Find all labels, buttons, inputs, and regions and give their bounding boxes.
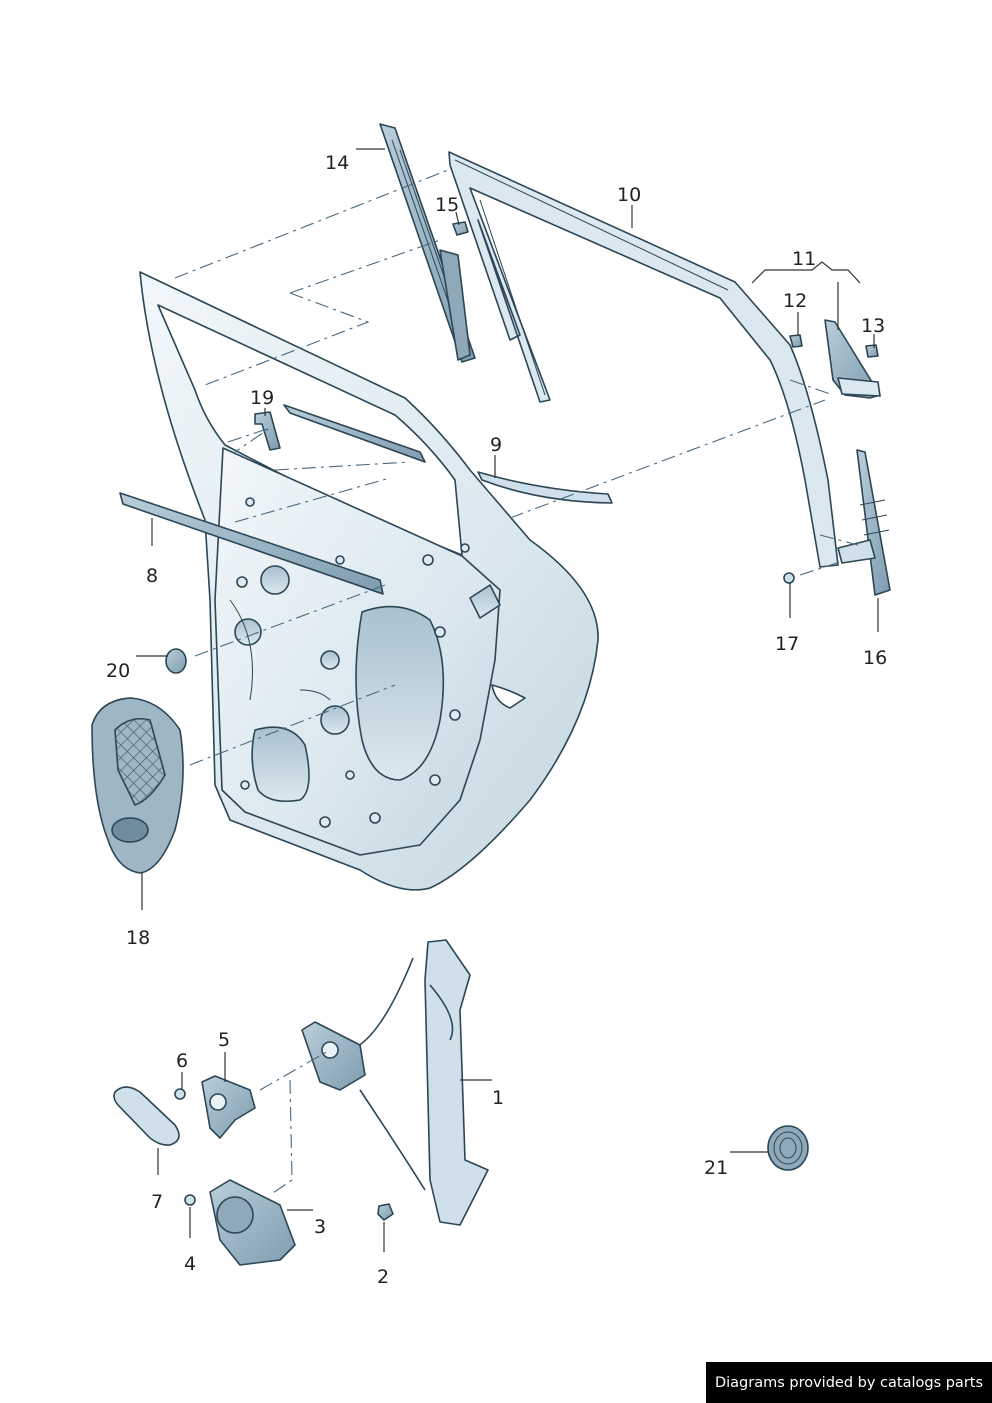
part-13-clip <box>865 344 879 358</box>
callout-9: 9 <box>490 434 502 456</box>
part-16-guide-rail <box>837 449 891 596</box>
part-20-plug <box>165 648 187 674</box>
part-6-screw <box>174 1088 186 1100</box>
callout-8: 8 <box>146 565 158 587</box>
part-upper-strip <box>283 404 426 463</box>
callout-2: 2 <box>377 1266 389 1288</box>
part-8-window-strip <box>119 492 384 595</box>
callout-11: 11 <box>792 248 816 270</box>
callout-labels: 1 2 3 4 5 6 7 8 9 10 11 12 13 14 15 16 1… <box>106 152 887 1288</box>
callout-20: 20 <box>106 660 130 682</box>
part-14-window-guide <box>379 123 476 363</box>
part-3-motor <box>209 1179 296 1266</box>
callout-10: 10 <box>617 184 641 206</box>
callout-3: 3 <box>314 1216 326 1238</box>
part-2-nut <box>377 1203 394 1221</box>
part-12-clip <box>789 334 803 348</box>
part-4-screw <box>184 1194 196 1206</box>
callout-6: 6 <box>176 1050 188 1072</box>
callout-5: 5 <box>218 1029 230 1051</box>
part-19-bracket <box>254 411 281 451</box>
part-9-strip <box>477 471 613 504</box>
part-7-crank <box>113 1086 180 1146</box>
callout-21: 21 <box>704 1157 728 1179</box>
callout-1: 1 <box>492 1087 504 1109</box>
callout-4: 4 <box>184 1253 196 1275</box>
part-15-clip <box>452 221 469 236</box>
callout-15: 15 <box>435 194 459 216</box>
assembly-guide-lines <box>174 169 859 1196</box>
watermark-banner: Diagrams provided by catalogs parts <box>706 1362 992 1403</box>
part-10-door-seal <box>448 151 839 568</box>
callout-16: 16 <box>863 647 887 669</box>
part-1-window-regulator <box>301 939 489 1226</box>
callout-17: 17 <box>775 633 799 655</box>
callout-13: 13 <box>861 315 885 337</box>
leader-lines <box>136 148 879 1252</box>
callout-19: 19 <box>250 387 274 409</box>
part-17-screw <box>783 572 795 584</box>
callout-7: 7 <box>151 1191 163 1213</box>
part-21-tape-roll <box>767 1125 809 1171</box>
callout-12: 12 <box>783 290 807 312</box>
callout-18: 18 <box>126 927 150 949</box>
part-5-drive <box>201 1075 256 1139</box>
part-11-trim-assembly <box>824 319 881 399</box>
part-18-cover-panel <box>91 697 184 874</box>
callout-14: 14 <box>325 152 349 174</box>
